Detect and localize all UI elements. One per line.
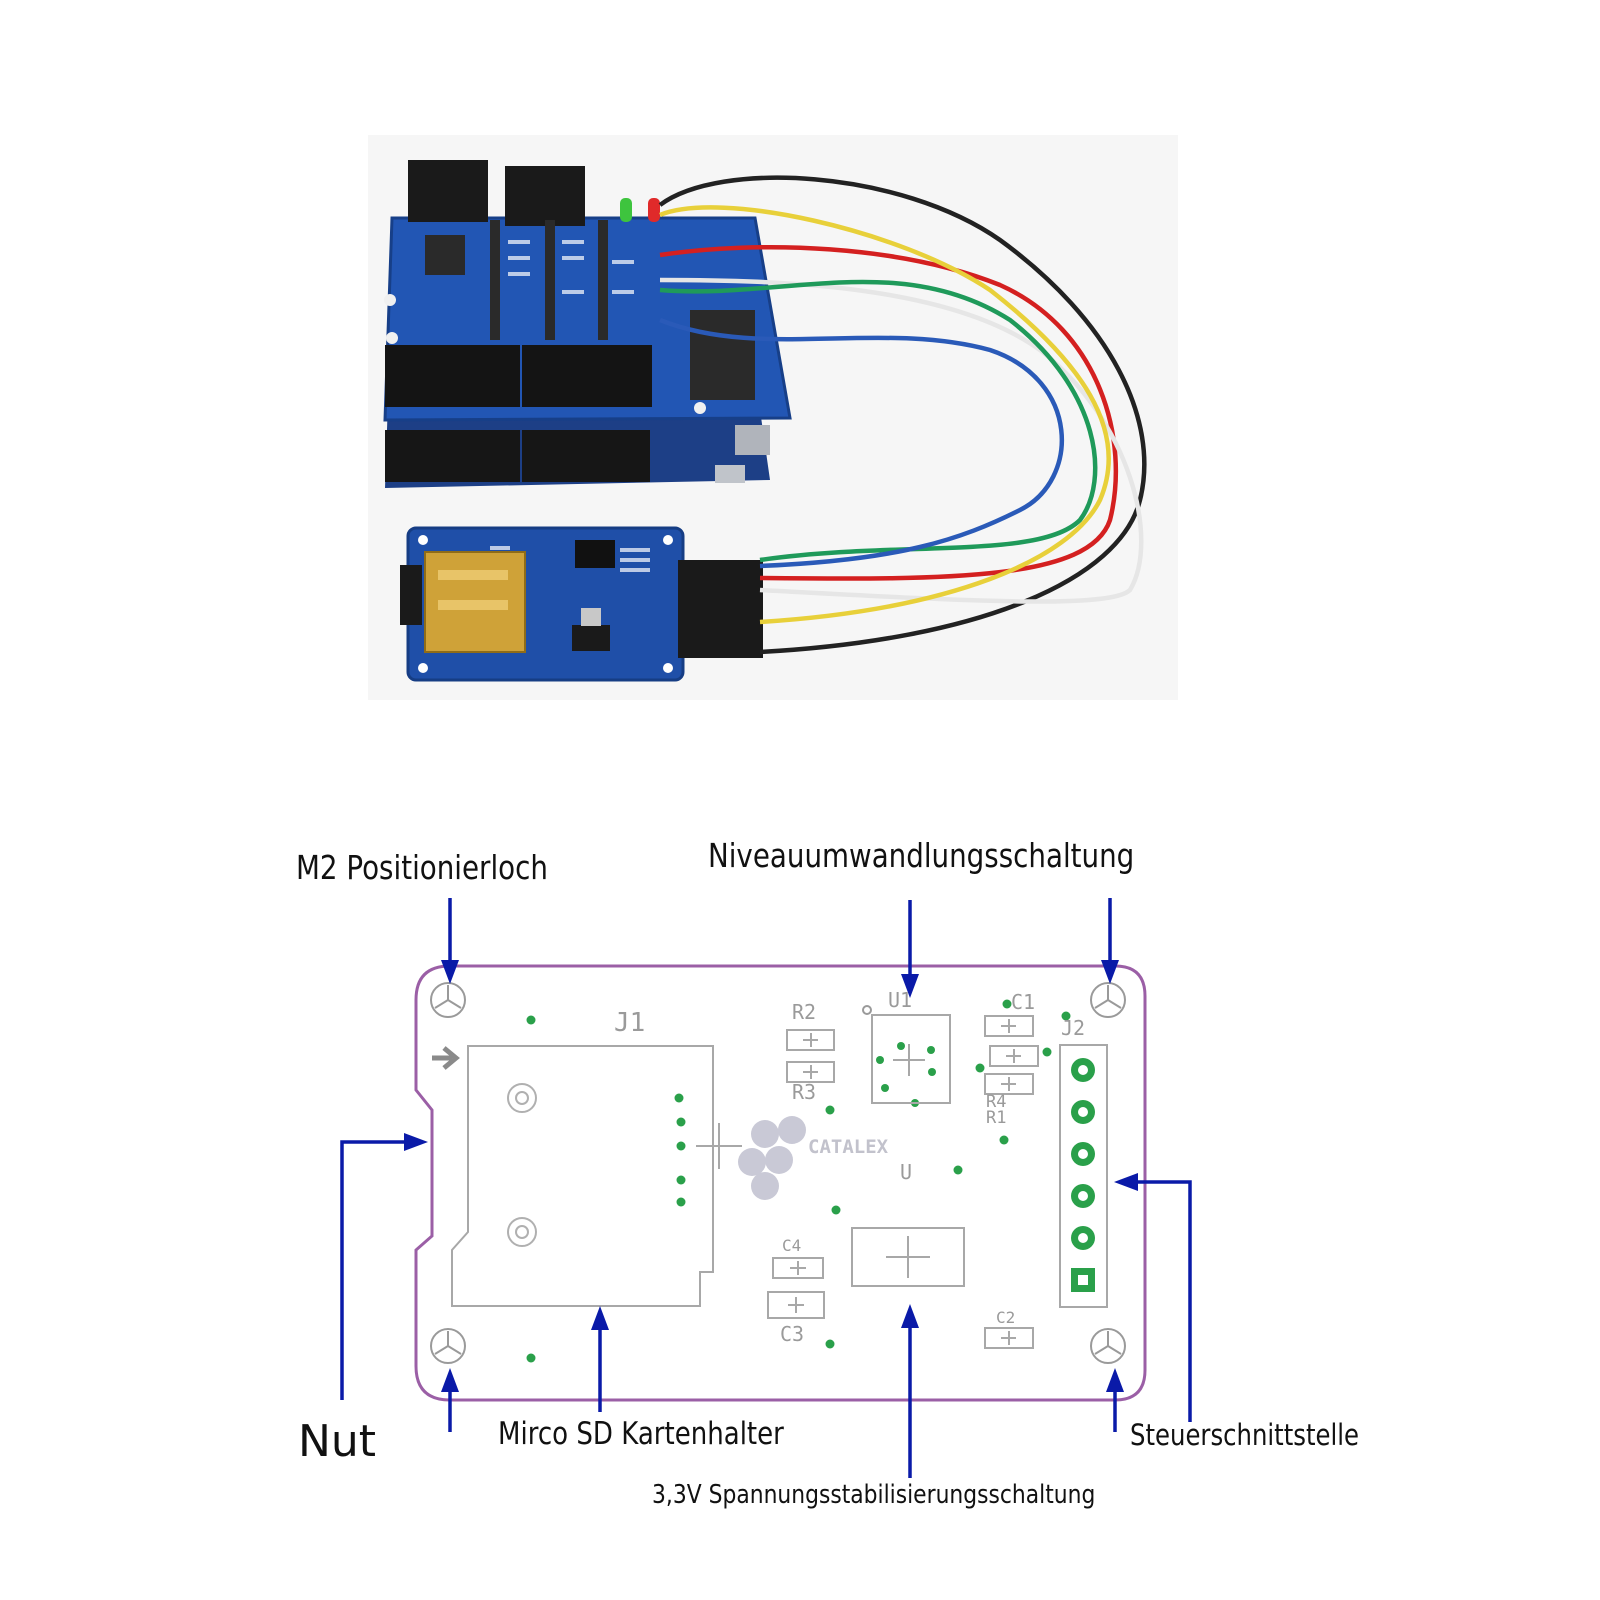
- pin-header-rows: [425, 220, 755, 400]
- silk-r4: R4: [986, 1092, 1007, 1112]
- u1-footprint: [871, 1014, 951, 1104]
- label-control-interface: Steuerschnittstelle: [1130, 1418, 1360, 1452]
- arrow-m2-bottom-left: [441, 1368, 459, 1432]
- sd-holder-pegs: [507, 1083, 537, 1247]
- jumper-wires: [658, 175, 1147, 655]
- label-m2-positioning-hole: M2 Positionierloch: [296, 848, 548, 887]
- j2-header-outline: [1059, 1044, 1108, 1308]
- silk-u1: U1: [888, 988, 913, 1012]
- arrow-m2-top-left: [441, 898, 459, 984]
- sd-module-silk: [490, 546, 650, 572]
- mounting-hole-bottom-left: [430, 1328, 466, 1364]
- silk-c4: C4: [782, 1236, 802, 1255]
- capacitor-c4: [772, 1257, 824, 1279]
- silk-u: U: [900, 1160, 913, 1184]
- silk-brand: CATALEX: [808, 1136, 889, 1158]
- mounting-hole-top-right: [1090, 982, 1126, 1018]
- wire-red: [659, 244, 1118, 581]
- sd-holder-center-cross: [696, 1123, 742, 1169]
- capacitor-c1: [984, 1015, 1034, 1037]
- resistor-r2: [786, 1029, 835, 1051]
- label-groove: Nut: [298, 1416, 377, 1467]
- resistor-r4: [989, 1045, 1039, 1067]
- label-microsd-holder: Mirco SD Kartenhalter: [498, 1416, 784, 1452]
- silk-c1: C1: [1011, 990, 1036, 1014]
- silk-c2: C2: [996, 1308, 1016, 1327]
- arrow-m2-bottom-right: [1106, 1368, 1124, 1432]
- wire-blue: [659, 317, 1064, 569]
- capacitor-c3: [767, 1291, 825, 1319]
- silk-j2: J2: [1061, 1016, 1086, 1040]
- arrow-level-shift: [901, 900, 919, 998]
- arduino-board: [385, 400, 770, 488]
- arrow-sd-holder: [591, 1306, 609, 1412]
- label-level-shift-circuit: Niveauumwandlungsschaltung: [708, 836, 1135, 875]
- wire-white: [659, 277, 1144, 604]
- arrow-control-interface: [1114, 1173, 1192, 1422]
- card-insert-arrow-icon: [432, 1046, 460, 1070]
- j2-pins: [1071, 1058, 1095, 1292]
- microsd-module: [400, 526, 763, 682]
- silk-r1: R1: [986, 1108, 1007, 1128]
- mounting-hole-top-left: [430, 982, 466, 1018]
- silkscreen-labels: [508, 240, 634, 294]
- silk-r3: R3: [792, 1080, 817, 1104]
- mounting-hole-bottom-right: [1090, 1328, 1126, 1364]
- sd-holder-footprint: [451, 1045, 714, 1307]
- sensor-shield: [383, 160, 792, 422]
- notch-outline: [415, 1089, 433, 1251]
- wire-green: [659, 279, 1098, 563]
- silk-j1: J1: [614, 1008, 646, 1038]
- arrow-m2-top-right: [1101, 898, 1119, 984]
- annotation-arrows: [340, 898, 1192, 1478]
- resistor-r3: [786, 1061, 835, 1083]
- silk-r2: R2: [792, 1000, 817, 1024]
- resistor-r1: [984, 1073, 1034, 1095]
- wire-yellow: [659, 205, 1111, 625]
- vias: [526, 999, 1071, 1363]
- capacitor-c2: [984, 1327, 1034, 1349]
- regulator-footprint: [851, 1227, 965, 1287]
- leds: [620, 198, 660, 222]
- catalex-logo-icon: [738, 1116, 806, 1200]
- arrow-regulator: [901, 1304, 919, 1478]
- arrow-groove: [340, 1133, 428, 1400]
- wire-black: [658, 175, 1147, 655]
- label-voltage-regulator: 3,3V Spannungsstabilisierungsschaltung: [652, 1480, 1096, 1510]
- silk-c3: C3: [780, 1322, 805, 1346]
